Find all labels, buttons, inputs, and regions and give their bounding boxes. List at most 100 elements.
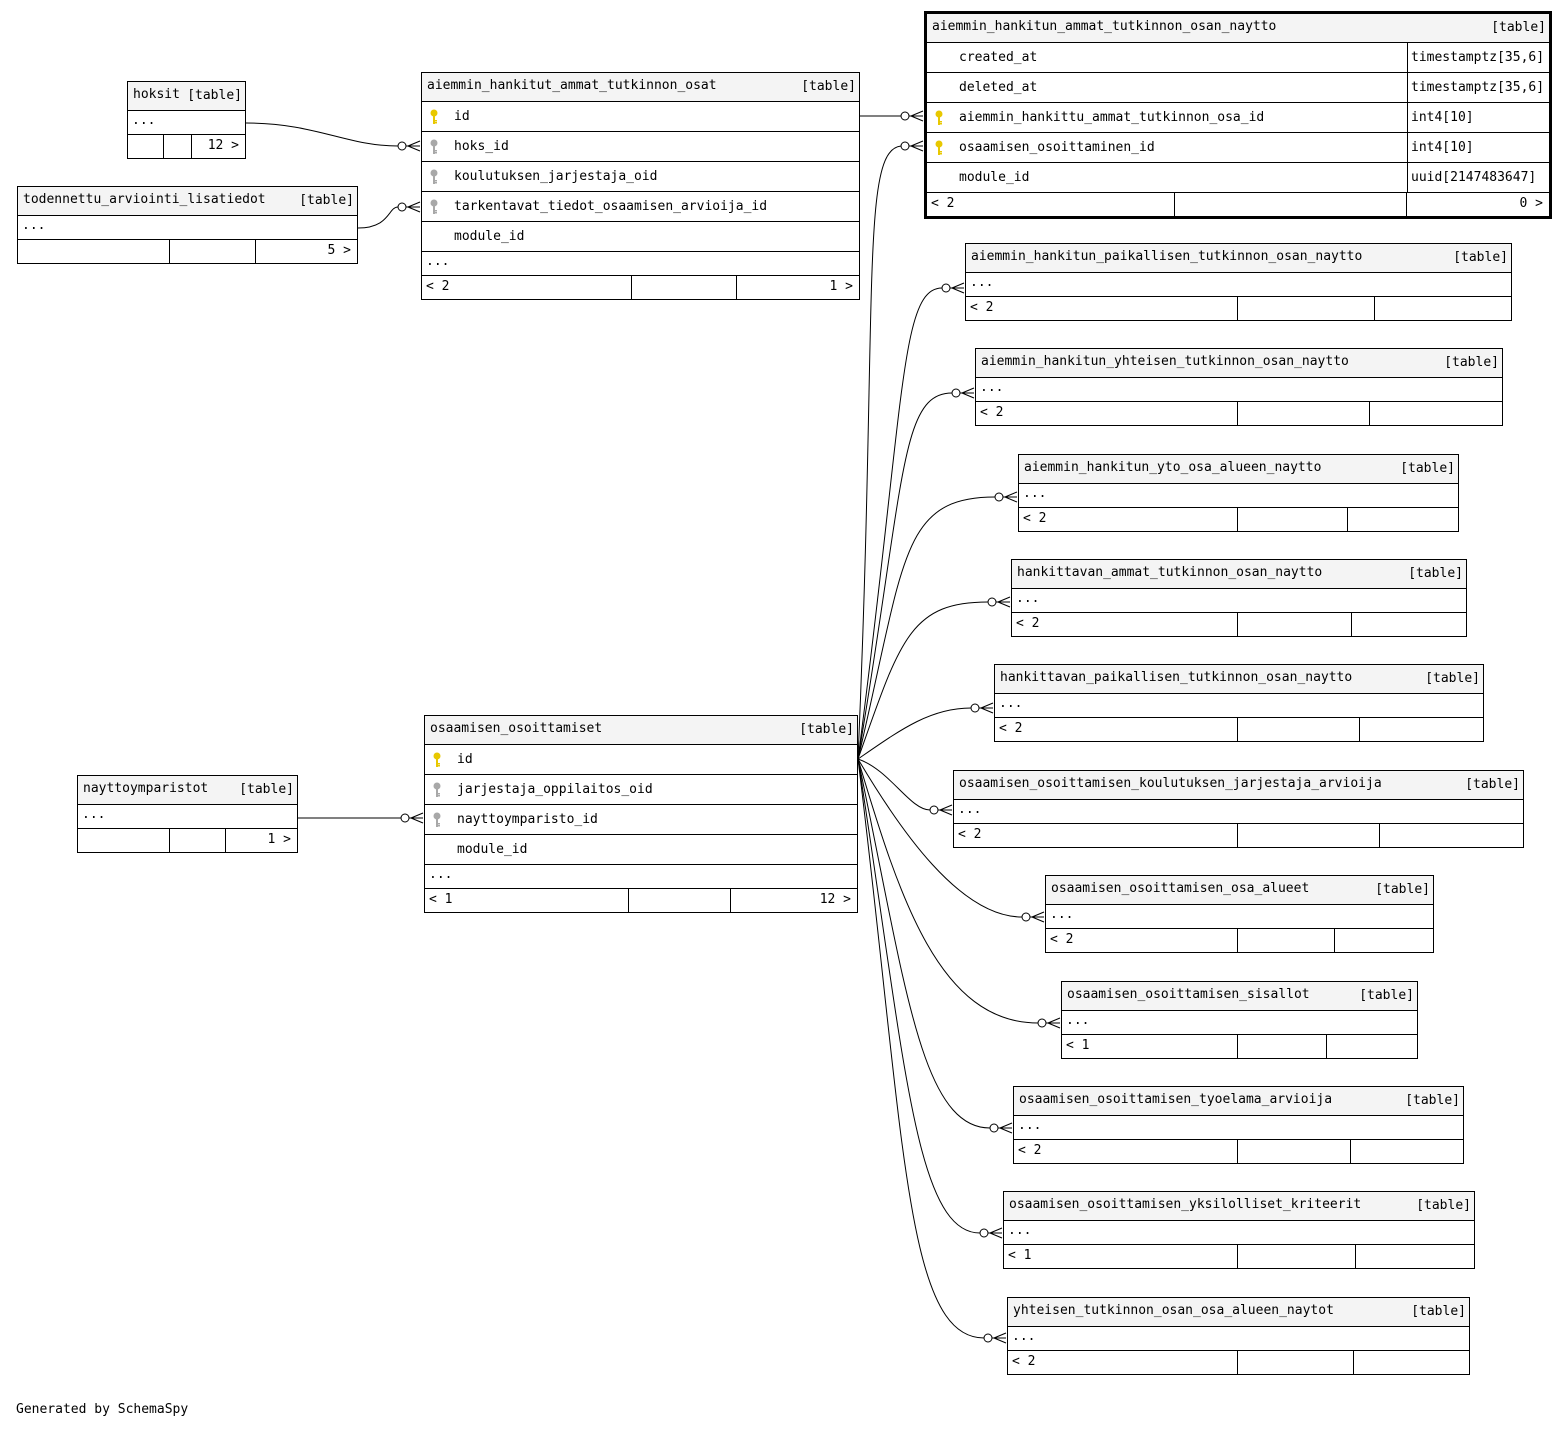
column-row[interactable]: module_id uuid[2147483647]	[927, 163, 1549, 193]
column-row[interactable]: tarkentavat_tiedot_osaamisen_arvioija_id	[422, 192, 859, 222]
table-aiemmin-hankitun-ammat-tutkinnon-osan-naytto[interactable]: aiemmin_hankitun_ammat_tutkinnon_osan_na…	[924, 11, 1552, 219]
column-name[interactable]: jarjestaja_oppilaitos_oid	[457, 782, 653, 797]
table-name[interactable]: hankittavan_paikallisen_tutkinnon_osan_n…	[1000, 670, 1353, 685]
table-name[interactable]: osaamisen_osoittamiset	[430, 721, 603, 736]
column-name[interactable]: nayttoymparisto_id	[457, 812, 598, 827]
table-osaamisen-osoittamisen-tyoelama-arvioija[interactable]: osaamisen_osoittamisen_tyoelama_arvioija…	[1013, 1086, 1464, 1164]
table-osaamisen-osoittamiset[interactable]: osaamisen_osoittamiset [table] id jarjes…	[424, 715, 858, 913]
children-count-cell[interactable]	[1327, 1035, 1417, 1058]
table-header[interactable]: aiemmin_hankitun_paikallisen_tutkinnon_o…	[966, 244, 1511, 273]
table-name[interactable]: yhteisen_tutkinnon_osan_osa_alueen_nayto…	[1013, 1303, 1334, 1318]
column-row[interactable]: id	[425, 745, 857, 775]
column-row[interactable]: id	[422, 102, 859, 132]
column-name[interactable]: id	[457, 752, 473, 767]
children-count-cell[interactable]	[1370, 402, 1502, 425]
table-header[interactable]: osaamisen_osoittamisen_tyoelama_arvioija…	[1014, 1087, 1463, 1116]
children-count-cell[interactable]: 1 >	[829, 279, 853, 294]
column-row[interactable]: aiemmin_hankittu_ammat_tutkinnon_osa_id …	[927, 103, 1549, 133]
table-name[interactable]: nayttoymparistot	[83, 781, 209, 796]
table-header[interactable]: yhteisen_tutkinnon_osan_osa_alueen_nayto…	[1008, 1298, 1469, 1327]
table-name[interactable]: aiemmin_hankitun_paikallisen_tutkinnon_o…	[971, 249, 1363, 264]
column-row[interactable]: hoks_id	[422, 132, 859, 162]
column-name[interactable]: osaamisen_osoittaminen_id	[959, 140, 1155, 155]
column-name[interactable]: aiemmin_hankittu_ammat_tutkinnon_osa_id	[959, 110, 1265, 125]
parents-count-cell[interactable]: < 2	[995, 718, 1238, 741]
children-count-cell[interactable]: 0 >	[1519, 196, 1543, 211]
table-osaamisen-osoittamisen-yksilolliset-kriteerit[interactable]: osaamisen_osoittamisen_yksilolliset_krit…	[1003, 1191, 1475, 1269]
table-name[interactable]: osaamisen_osoittamisen_sisallot	[1067, 987, 1310, 1002]
children-count-cell[interactable]	[1348, 508, 1458, 531]
parents-count-cell[interactable]: < 2	[1014, 1140, 1238, 1163]
parents-count-cell[interactable]: < 2	[1008, 1351, 1238, 1374]
column-row[interactable]: osaamisen_osoittaminen_id int4[10]	[927, 133, 1549, 163]
column-row[interactable]: jarjestaja_oppilaitos_oid	[425, 775, 857, 805]
column-row[interactable]: koulutuksen_jarjestaja_oid	[422, 162, 859, 192]
children-count-cell[interactable]	[1360, 718, 1483, 741]
table-header[interactable]: hankittavan_paikallisen_tutkinnon_osan_n…	[995, 665, 1483, 694]
table-hoksit[interactable]: hoksit [table] ... 12 >	[127, 81, 246, 159]
column-name[interactable]: hoks_id	[454, 139, 509, 154]
table-header[interactable]: osaamisen_osoittamiset [table]	[425, 716, 857, 745]
table-name[interactable]: aiemmin_hankitut_ammat_tutkinnon_osat	[427, 78, 717, 93]
table-name[interactable]: osaamisen_osoittamisen_tyoelama_arvioija	[1019, 1092, 1333, 1107]
children-count-cell[interactable]	[1354, 1351, 1469, 1374]
column-name[interactable]: created_at	[959, 50, 1038, 65]
column-name[interactable]: module_id	[959, 170, 1030, 185]
table-name[interactable]: hoksit	[133, 87, 180, 102]
children-count-cell[interactable]	[1380, 824, 1523, 847]
parents-count-cell[interactable]: < 2	[1012, 613, 1238, 636]
table-hankittavan-ammat-tutkinnon-osan-naytto[interactable]: hankittavan_ammat_tutkinnon_osan_naytto …	[1011, 559, 1467, 637]
table-header[interactable]: aiemmin_hankitun_yto_osa_alueen_naytto […	[1019, 455, 1458, 484]
table-header[interactable]: osaamisen_osoittamisen_koulutuksen_jarje…	[954, 771, 1523, 800]
table-header[interactable]: osaamisen_osoittamisen_sisallot [table]	[1062, 982, 1417, 1011]
table-osaamisen-osoittamisen-koulutuksen-jarjestaja-arvioija[interactable]: osaamisen_osoittamisen_koulutuksen_jarje…	[953, 770, 1524, 848]
table-name[interactable]: aiemmin_hankitun_ammat_tutkinnon_osan_na…	[932, 19, 1277, 34]
parents-count-cell[interactable]: < 2	[966, 297, 1238, 320]
table-name[interactable]: osaamisen_osoittamisen_osa_alueet	[1051, 881, 1310, 896]
table-todennettu-arviointi-lisatiedot[interactable]: todennettu_arviointi_lisatiedot [table] …	[17, 186, 358, 264]
parents-count-cell[interactable]: < 2	[1019, 508, 1238, 531]
table-nayttoymparistot[interactable]: nayttoymparistot [table] ... 1 >	[77, 775, 298, 853]
column-row[interactable]: deleted_at timestamptz[35,6]	[927, 73, 1549, 103]
table-header[interactable]: hoksit [table]	[128, 82, 245, 111]
children-count-cell[interactable]	[1335, 929, 1433, 952]
children-count-cell[interactable]	[1351, 1140, 1463, 1163]
parents-count-cell[interactable]	[128, 135, 164, 158]
parents-count-cell[interactable]	[78, 829, 170, 852]
table-osaamisen-osoittamisen-sisallot[interactable]: osaamisen_osoittamisen_sisallot [table] …	[1061, 981, 1418, 1059]
children-count-cell[interactable]: 5 >	[327, 243, 351, 258]
table-name[interactable]: osaamisen_osoittamisen_koulutuksen_jarje…	[959, 776, 1382, 791]
column-row[interactable]: nayttoymparisto_id	[425, 805, 857, 835]
table-hankittavan-paikallisen-tutkinnon-osan-naytto[interactable]: hankittavan_paikallisen_tutkinnon_osan_n…	[994, 664, 1484, 742]
parents-count-cell[interactable]: < 1	[425, 889, 629, 912]
column-name[interactable]: koulutuksen_jarjestaja_oid	[454, 169, 658, 184]
parents-count-cell[interactable]	[18, 240, 170, 263]
table-aiemmin-hankitun-yto-osa-alueen-naytto[interactable]: aiemmin_hankitun_yto_osa_alueen_naytto […	[1018, 454, 1459, 532]
column-name[interactable]: module_id	[454, 229, 525, 244]
children-count-cell[interactable]	[1375, 297, 1511, 320]
table-header[interactable]: aiemmin_hankitun_yhteisen_tutkinnon_osan…	[976, 349, 1502, 378]
children-count-cell[interactable]	[1356, 1245, 1474, 1268]
column-name[interactable]: module_id	[457, 842, 528, 857]
table-name[interactable]: hankittavan_ammat_tutkinnon_osan_naytto	[1017, 565, 1323, 580]
table-header[interactable]: aiemmin_hankitun_ammat_tutkinnon_osan_na…	[927, 14, 1549, 43]
parents-count-cell[interactable]: < 1	[1062, 1035, 1238, 1058]
table-aiemmin-hankitun-paikallisen-tutkinnon-osan-naytto[interactable]: aiemmin_hankitun_paikallisen_tutkinnon_o…	[965, 243, 1512, 321]
children-count-cell[interactable]	[1352, 613, 1466, 636]
column-name[interactable]: id	[454, 109, 470, 124]
column-name[interactable]: tarkentavat_tiedot_osaamisen_arvioija_id	[454, 199, 768, 214]
table-name[interactable]: osaamisen_osoittamisen_yksilolliset_krit…	[1009, 1197, 1362, 1212]
table-aiemmin-hankitut-ammat-tutkinnon-osat[interactable]: aiemmin_hankitut_ammat_tutkinnon_osat [t…	[421, 72, 860, 300]
table-header[interactable]: todennettu_arviointi_lisatiedot [table]	[18, 187, 357, 216]
children-count-cell[interactable]: 1 >	[267, 832, 291, 847]
table-header[interactable]: osaamisen_osoittamisen_yksilolliset_krit…	[1004, 1192, 1474, 1221]
table-yhteisen-tutkinnon-osan-osa-alueen-naytot[interactable]: yhteisen_tutkinnon_osan_osa_alueen_nayto…	[1007, 1297, 1470, 1375]
children-count-cell[interactable]: 12 >	[819, 892, 851, 907]
table-name[interactable]: aiemmin_hankitun_yhteisen_tutkinnon_osan…	[981, 354, 1349, 369]
table-header[interactable]: nayttoymparistot [table]	[78, 776, 297, 805]
column-row[interactable]: created_at timestamptz[35,6]	[927, 43, 1549, 73]
table-name[interactable]: todennettu_arviointi_lisatiedot	[23, 192, 266, 207]
parents-count-cell[interactable]: < 2	[1046, 929, 1238, 952]
column-row[interactable]: module_id	[425, 835, 857, 865]
column-name[interactable]: deleted_at	[959, 80, 1038, 95]
